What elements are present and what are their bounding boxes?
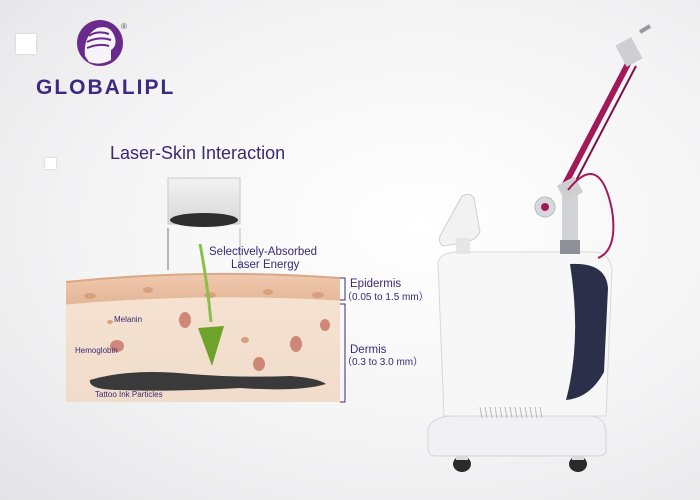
epidermis-label: Epidermis [350,278,402,290]
registered-mark: ® [121,22,127,31]
laser-machine [427,24,652,472]
hemoglobin-cells [107,312,330,371]
dermis-range: （0.3 to 3.0 mm） [342,357,424,368]
square-bullet-icon [45,158,56,169]
tattoo-ink-label: Tattoo Ink Particles [95,390,163,399]
diagram-title: Laser-Skin Interaction [110,143,286,163]
square-bullet-icon [16,34,36,54]
laser-handpiece [167,177,241,227]
brand-logo-text: GLOBALIPL [36,76,176,99]
layer-brackets [340,277,346,403]
hemoglobin-label: Hemoglobin [75,346,118,355]
logo-head-icon [77,20,123,66]
melanin-cells [84,287,324,299]
dermis-label: Dermis [350,344,387,356]
beam-label-line1: Selectively-Absorbed [209,246,318,258]
beam-label-line2: Laser Energy [231,259,300,271]
skin-cross-section [65,272,341,402]
laser-energy-arrow [198,243,224,366]
epidermis-range: （0.05 to 1.5 mm） [342,292,429,303]
melanin-label: Melanin [114,315,143,324]
tattoo-ink-band [89,372,326,391]
